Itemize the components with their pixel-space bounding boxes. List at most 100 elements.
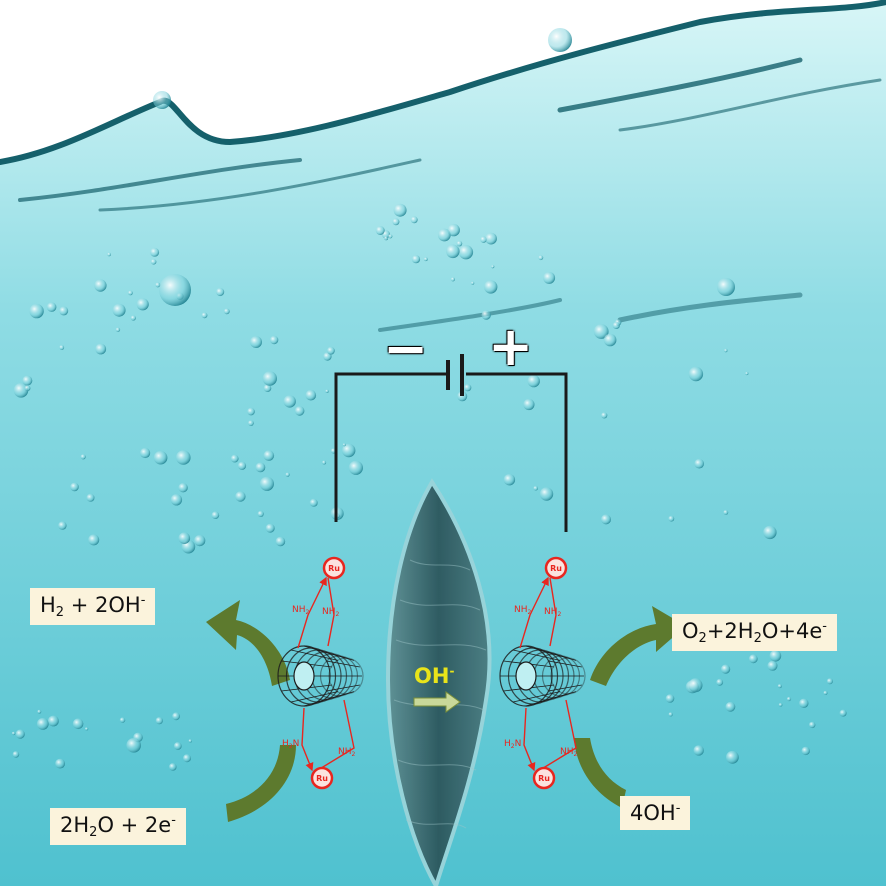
bubble [694,458,704,469]
bubble [375,226,385,235]
bubble [55,758,65,769]
ruthenium-atom: Ru [532,766,556,790]
bubble [388,234,393,239]
bubble [140,447,151,459]
bubble [523,398,535,411]
bubble [668,515,675,522]
bubble [724,348,728,353]
bubble [601,412,608,419]
bubble [72,718,84,730]
bubble [721,664,731,674]
bubble [456,240,463,247]
bubble [464,384,472,392]
bubble [305,389,317,401]
bubble [275,536,286,547]
large-bubble [159,274,191,306]
bubble [259,476,274,491]
bubble [178,483,188,493]
cathode-reactants-label: 2H2O + 2e- [50,808,186,845]
bubble [126,738,141,753]
bubble [127,290,133,296]
bubble [70,482,79,492]
bubble [392,218,400,226]
bubble [342,443,356,458]
bubble [393,203,407,217]
bubble [48,715,59,727]
bubble [36,718,49,730]
bubble [348,460,363,475]
ruthenium-symbol: Ru [328,564,340,573]
bubble [384,236,389,241]
bubble [262,371,277,386]
ruthenium-symbol: Ru [316,774,328,783]
bubble [172,712,181,721]
anode-products-label: O2+2H2O+4e- [672,614,837,651]
bubble [716,678,724,686]
bubble [484,280,498,294]
bubble [153,450,168,465]
bubble [457,391,468,402]
amine-ligand: NH2 [322,607,340,618]
bubble [22,375,33,386]
amine-ligand: NH2 [292,605,310,616]
bubble [169,763,177,771]
bubble [250,336,262,348]
bubble [119,717,126,723]
bubble [786,696,792,702]
bubble [237,461,247,470]
bubbles [11,28,847,771]
bubble [183,754,191,763]
ruthenium-symbol: Ru [538,774,550,783]
bubble [201,312,208,319]
bubble [265,523,275,533]
bubble [24,385,31,392]
anode-product-arrow [590,606,686,686]
bubble [235,491,246,502]
bubble [502,348,506,351]
bubble [763,525,777,540]
cathode-product-arrow [206,600,290,686]
bubble [188,739,192,743]
bubble [88,534,100,546]
bubble [485,232,497,245]
bubble [94,279,107,292]
water-surface-ripples [0,0,886,332]
bubble [723,510,729,515]
coordination-bonds [519,576,577,772]
bubble [801,746,810,756]
bubble [533,486,538,491]
bubble [176,450,191,465]
bubble [322,460,327,465]
bubble [458,245,474,260]
bubble [269,335,279,345]
large-bubble [548,28,572,52]
bubble [601,514,611,525]
bubble [767,660,778,671]
bubble [285,472,290,477]
bubble [11,731,16,736]
bubble [323,352,332,361]
bubble [447,223,460,237]
bubble [777,684,782,689]
bubble [59,345,65,350]
amine-ligand: H2N [504,739,521,750]
bubble [665,694,675,703]
bubble [294,406,305,416]
bubble [745,371,749,376]
anode-reactants-label: 4OH- [620,796,691,830]
ruthenium-atom: Ru [322,556,346,580]
bubble [107,252,111,257]
bubble [194,535,206,547]
bubble [446,244,460,259]
bubble [410,216,418,224]
membrane [385,478,492,886]
bubble [80,454,86,460]
carbon-nanotube [499,645,586,707]
amine-ligand: NH2 [338,747,356,758]
bubble [342,443,346,447]
bubble [826,678,833,685]
bubble [173,742,182,750]
cathode-reactant-arrow [226,745,296,822]
